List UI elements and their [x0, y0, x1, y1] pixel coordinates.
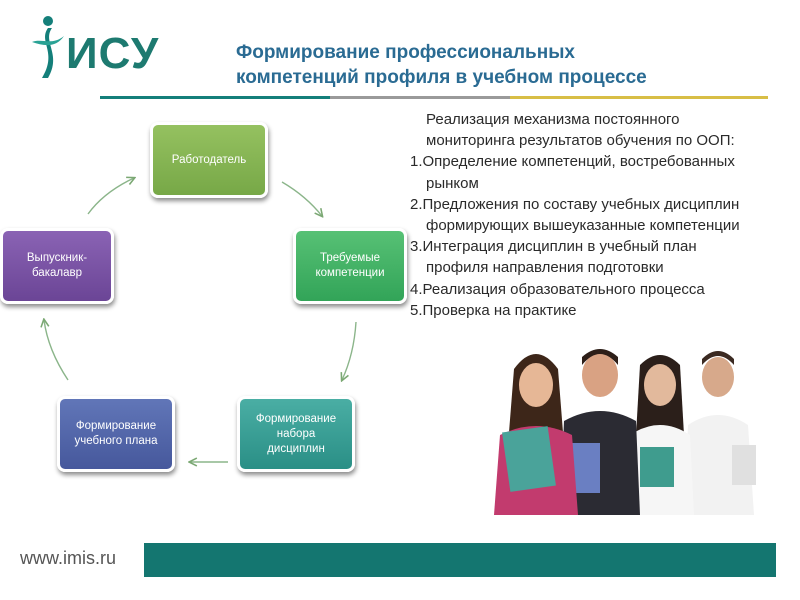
node-disciplines-set: Формирование набора дисциплин	[237, 396, 355, 472]
list-item-5: 5.Проверка на практике	[410, 301, 577, 319]
footer-bar	[144, 543, 776, 577]
cycle-arrows	[0, 0, 357, 520]
header-rule-teal	[100, 96, 330, 99]
title-line-2: компетенций профиля в учебном процессе	[236, 67, 647, 88]
student-4	[684, 351, 756, 515]
title-line-1: Формирование профессиональных	[236, 42, 575, 63]
list-item-1-cont: рынком	[426, 174, 479, 192]
intro-line-2: мониторинга результатов обучения по ООП:	[426, 132, 735, 150]
page-title: Формирование профессиональных компетенци…	[236, 40, 776, 90]
list-item-3: 3.Интеграция дисциплин в учебный план	[410, 238, 697, 256]
arrow-plan-to-graduate	[44, 320, 69, 381]
node-competencies-label: Требуемые компетенции	[315, 252, 385, 279]
monitoring-text: Реализация механизма постоянного монитор…	[410, 109, 800, 321]
list-item-1: 1.Определение компетенций, востребованны…	[410, 153, 735, 171]
node-curriculum-plan: Формирование учебного плана	[57, 396, 175, 472]
node-graduate-label: Выпускник- бакалавр	[26, 252, 88, 279]
node-disciplines-label: Формирование набора дисциплин	[255, 412, 337, 455]
node-required-competencies: Требуемые компетенции	[293, 228, 407, 304]
student-2	[560, 349, 640, 515]
arrow-employer-to-competencies	[281, 181, 322, 216]
list-item-4: 4.Реализация образовательного процесса	[410, 280, 705, 298]
logo-figure-icon	[32, 16, 64, 78]
header-rule-grey	[330, 96, 510, 99]
logo: ИСУ	[28, 12, 198, 82]
list-item-2: 2.Предложения по составу учебных дисципл…	[410, 195, 740, 213]
student-1	[494, 354, 578, 515]
footer-url[interactable]: www.imis.ru	[20, 548, 117, 568]
student-3	[626, 355, 694, 515]
node-plan-label: Формирование учебного плана	[74, 420, 158, 447]
node-employer-label: Работодатель	[171, 153, 247, 166]
logo-text: ИСУ	[66, 29, 160, 78]
students-photo	[480, 325, 780, 515]
list-item-3-cont: профиля направления подготовки	[426, 259, 664, 277]
header-rule-gold	[510, 96, 768, 99]
node-graduate: Выпускник- бакалавр	[0, 228, 114, 304]
arrow-competencies-to-disciplines	[342, 321, 357, 380]
list-item-2-cont: формирующих вышеуказанные компетенции	[426, 217, 740, 235]
intro-line-1: Реализация механизма постоянного	[426, 111, 680, 128]
arrow-graduate-to-employer	[87, 178, 134, 215]
node-employer: Работодатель	[150, 122, 268, 198]
